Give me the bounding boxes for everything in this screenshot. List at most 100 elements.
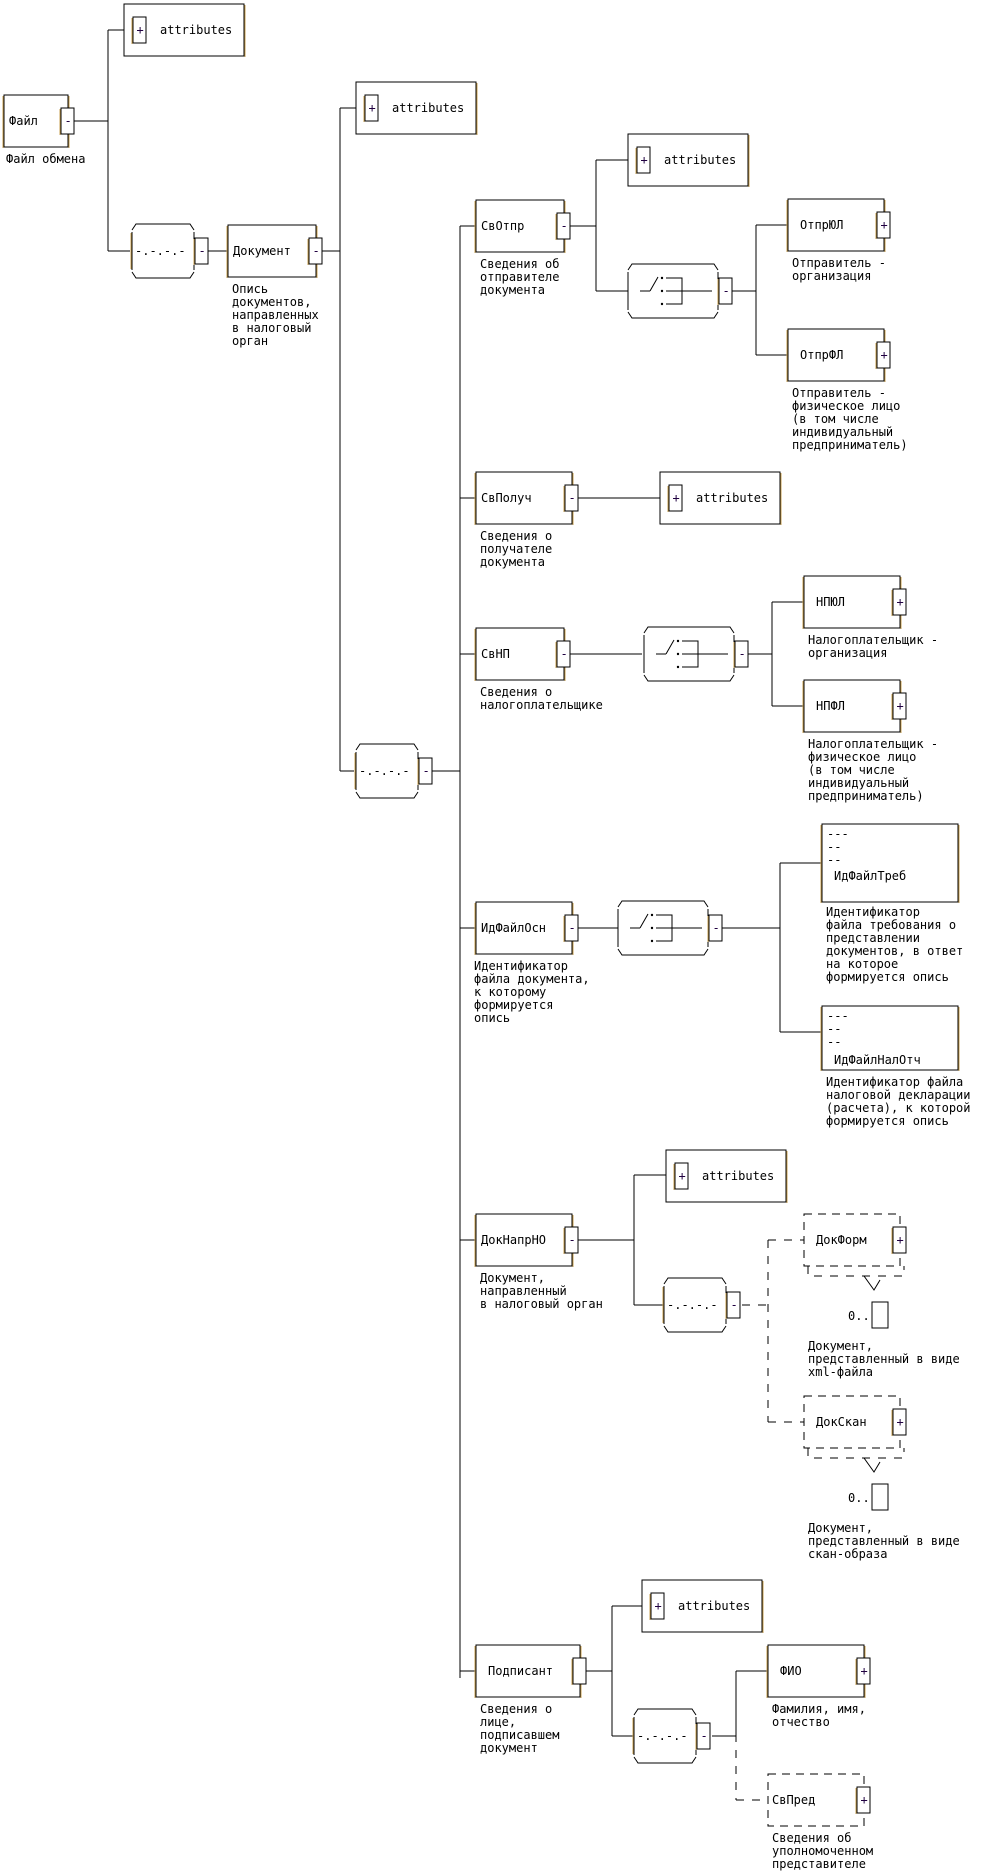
element-fio[interactable]: ФИО+ xyxy=(766,1644,871,1698)
collapse-toggle-idfajlosn[interactable]: - xyxy=(707,914,723,942)
attributes-fajl[interactable]: +attributes xyxy=(123,3,246,57)
toggle-box[interactable] xyxy=(650,1592,665,1620)
choice-compositor-idfajlosn[interactable]: - xyxy=(617,900,723,956)
element-box[interactable] xyxy=(803,1395,901,1449)
minus-icon: - xyxy=(731,1298,738,1312)
sequence-compositor-podpisant[interactable]: -.-.-.-- xyxy=(632,1708,711,1764)
element-box[interactable] xyxy=(475,627,565,681)
element-svpred[interactable]: СвПред+ xyxy=(767,1773,871,1827)
expand-toggle-attributes-svpoluch[interactable]: + xyxy=(667,484,683,512)
element-box[interactable] xyxy=(767,1773,865,1827)
element-box[interactable] xyxy=(227,224,317,278)
expand-toggle-dokskan[interactable]: + xyxy=(891,1408,907,1436)
element-idfajlnalotch[interactable]: -------ИдФайлНалОтч xyxy=(820,1005,960,1071)
choice-compositor-svnp[interactable]: - xyxy=(643,626,749,682)
attributes-svpoluch[interactable]: +attributes xyxy=(659,471,782,525)
toggle-box[interactable] xyxy=(876,211,891,239)
expand-toggle-svpred[interactable]: + xyxy=(855,1786,871,1814)
toggle-box[interactable] xyxy=(636,146,651,174)
element-doknaprno[interactable]: ДокНапрНО- xyxy=(474,1213,579,1267)
toggle-box[interactable] xyxy=(572,1657,587,1685)
collapse-toggle-podpisant[interactable] xyxy=(571,1657,587,1685)
collapse-toggle-idfajlosn[interactable]: - xyxy=(563,914,579,942)
element-box[interactable] xyxy=(787,198,885,252)
toggle-box[interactable] xyxy=(696,1722,711,1750)
toggle-box[interactable] xyxy=(726,1291,741,1319)
element-idfajltreb[interactable]: -------ИдФайлТреб xyxy=(820,823,960,903)
expand-toggle-otprfl[interactable]: + xyxy=(875,341,891,369)
attributes-svotpr[interactable]: +attributes xyxy=(627,133,750,187)
collapse-toggle-podpisant[interactable]: - xyxy=(695,1722,711,1750)
expand-toggle-attributes-podpisant[interactable]: + xyxy=(649,1592,665,1620)
description-line: xml-файла xyxy=(808,1365,873,1379)
element-box[interactable] xyxy=(803,679,901,733)
element-podpisant[interactable]: Подписант xyxy=(474,1644,587,1698)
toggle-box[interactable] xyxy=(892,588,907,616)
toggle-box[interactable] xyxy=(856,1657,871,1685)
element-name: ИдФайлТреб xyxy=(834,869,906,883)
element-dokument[interactable]: Документ- xyxy=(226,224,323,278)
element-idfajlosn[interactable]: ИдФайлОсн- xyxy=(474,901,579,955)
description-line: направленный xyxy=(480,1284,567,1298)
element-name: СвНП xyxy=(481,647,510,661)
element-svpoluch[interactable]: СвПолуч- xyxy=(474,471,579,525)
collapse-toggle-doknaprno[interactable]: - xyxy=(563,1226,579,1254)
choice-compositor-svotpr[interactable]: - xyxy=(627,263,733,319)
toggle-box[interactable] xyxy=(892,692,907,720)
element-box[interactable] xyxy=(821,823,959,903)
element-box[interactable] xyxy=(475,1213,573,1267)
element-fajl[interactable]: Файл- xyxy=(2,94,75,148)
attributes-podpisant[interactable]: +attributes xyxy=(641,1579,764,1633)
element-box[interactable] xyxy=(821,1005,959,1071)
element-box[interactable] xyxy=(475,199,565,253)
element-npyul[interactable]: НПЮЛ+ xyxy=(802,575,907,629)
expand-toggle-attributes-dokument[interactable]: + xyxy=(363,94,379,122)
element-box[interactable] xyxy=(803,575,901,629)
expand-toggle-attributes-fajl[interactable]: + xyxy=(131,16,147,44)
element-box[interactable] xyxy=(803,1213,901,1267)
collapse-toggle-svpoluch[interactable]: - xyxy=(563,484,579,512)
collapse-toggle-doknaprno[interactable]: - xyxy=(725,1291,741,1319)
toggle-box[interactable] xyxy=(132,16,147,44)
element-box[interactable] xyxy=(475,1644,581,1698)
expand-toggle-dokform[interactable]: + xyxy=(891,1226,907,1254)
element-npfl[interactable]: НПФЛ+ xyxy=(802,679,907,733)
element-dokform[interactable]: ДокФорм+ xyxy=(803,1213,907,1267)
attributes-dokument[interactable]: +attributes xyxy=(355,81,478,135)
toggle-box[interactable] xyxy=(892,1408,907,1436)
sequence-compositor-fajl[interactable]: -.-.-.-- xyxy=(130,223,209,279)
toggle-box[interactable] xyxy=(364,94,379,122)
toggle-box[interactable] xyxy=(856,1786,871,1814)
toggle-box[interactable] xyxy=(892,1226,907,1254)
collapse-toggle-fajl[interactable]: - xyxy=(193,237,209,265)
element-box[interactable] xyxy=(475,471,573,525)
collapse-toggle-fajl[interactable]: - xyxy=(59,107,75,135)
attributes-doknaprno[interactable]: +attributes xyxy=(665,1149,788,1203)
element-otpryul[interactable]: ОтпрЮЛ+ xyxy=(786,198,891,252)
collapse-toggle-svotpr[interactable]: - xyxy=(555,212,571,240)
element-svotpr[interactable]: СвОтпр- xyxy=(474,199,571,253)
toggle-box[interactable] xyxy=(668,484,683,512)
toggle-box[interactable] xyxy=(876,341,891,369)
sequence-compositor-dokument[interactable]: -.-.-.-- xyxy=(354,743,433,799)
sequence-compositor-doknaprno[interactable]: -.-.-.-- xyxy=(662,1277,741,1333)
element-dokskan[interactable]: ДокСкан+ xyxy=(803,1395,907,1449)
description-line: Отправитель - xyxy=(792,386,886,400)
collapse-toggle-dokument[interactable]: - xyxy=(307,237,323,265)
expand-toggle-otpryul[interactable]: + xyxy=(875,211,891,239)
collapse-toggle-svotpr[interactable]: - xyxy=(717,277,733,305)
element-box[interactable] xyxy=(3,94,69,148)
expand-toggle-npfl[interactable]: + xyxy=(891,692,907,720)
collapse-toggle-svnp[interactable]: - xyxy=(555,640,571,668)
toggle-box[interactable] xyxy=(674,1162,689,1190)
expand-toggle-attributes-doknaprno[interactable]: + xyxy=(673,1162,689,1190)
expand-toggle-attributes-svotpr[interactable]: + xyxy=(635,146,651,174)
element-box[interactable] xyxy=(787,328,885,382)
collapse-toggle-dokument[interactable]: - xyxy=(417,757,433,785)
description-line: налоговой декларации xyxy=(826,1088,971,1102)
element-otprfl[interactable]: ОтпрФЛ+ xyxy=(786,328,891,382)
collapse-toggle-svnp[interactable]: - xyxy=(733,640,749,668)
expand-toggle-fio[interactable]: + xyxy=(855,1657,871,1685)
expand-toggle-npyul[interactable]: + xyxy=(891,588,907,616)
element-svnp[interactable]: СвНП - xyxy=(474,627,571,681)
